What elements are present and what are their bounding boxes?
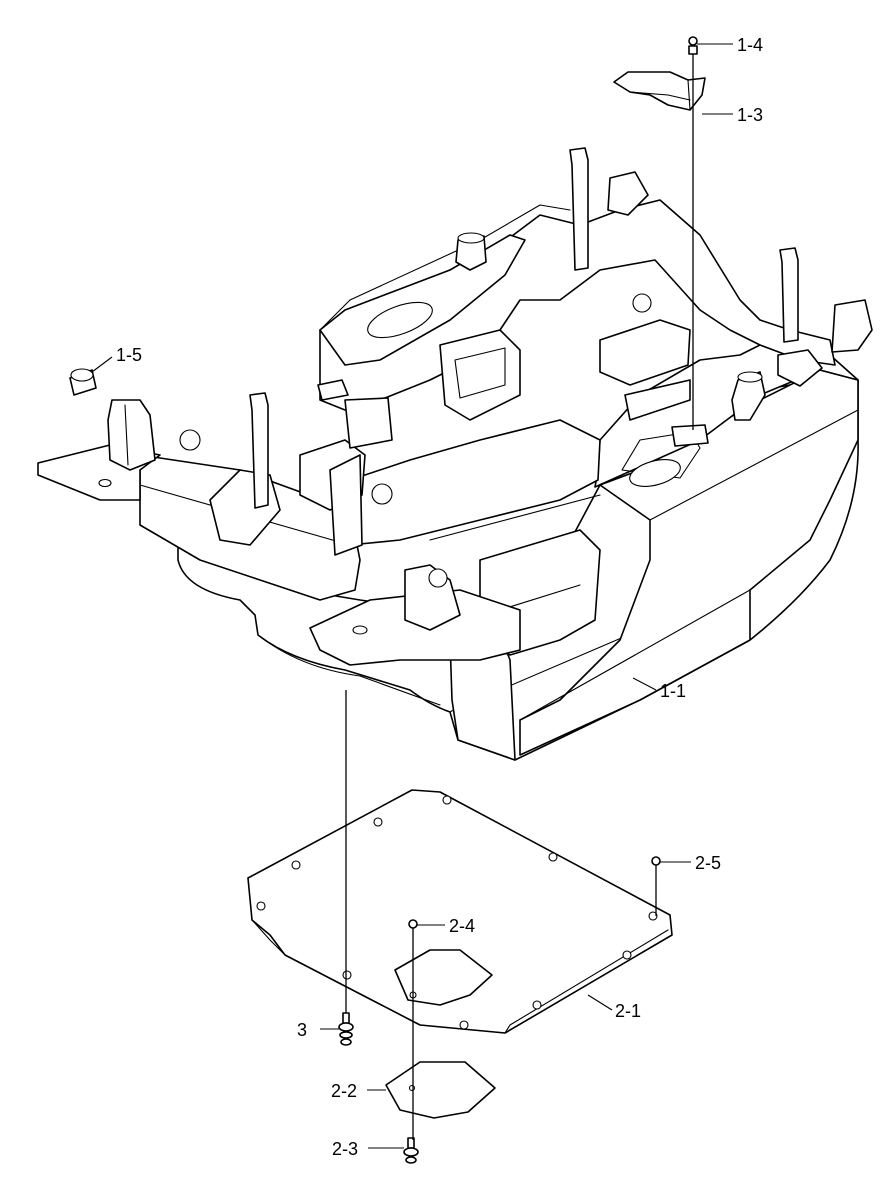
callout-2-2: 2-2 bbox=[331, 1081, 357, 1101]
callout-1-3: 1-3 bbox=[737, 105, 763, 125]
bracket-1-3 bbox=[613, 71, 706, 111]
nut-2-4 bbox=[408, 919, 418, 929]
callout-2-3: 2-3 bbox=[332, 1139, 358, 1159]
access-cover-2-2 bbox=[385, 1061, 496, 1119]
main-frame bbox=[37, 147, 873, 761]
bolt-2-3 bbox=[403, 1137, 419, 1164]
bushing-1-5 bbox=[69, 368, 97, 396]
callout-1-1: 1-1 bbox=[660, 681, 686, 701]
leader-lines bbox=[91, 43, 733, 1149]
callout-1-4: 1-4 bbox=[737, 35, 763, 55]
bolt-3 bbox=[338, 1012, 354, 1046]
under-cover-2-1 bbox=[247, 789, 673, 1034]
callout-2-1: 2-1 bbox=[615, 1001, 641, 1021]
callout-2-4: 2-4 bbox=[449, 916, 475, 936]
bolt-1-4 bbox=[688, 36, 698, 55]
assembly-axis-lines bbox=[345, 54, 694, 1140]
callout-1-5: 1-5 bbox=[116, 345, 142, 365]
nut-2-5 bbox=[651, 856, 661, 866]
callout-2-5: 2-5 bbox=[695, 853, 721, 873]
callout-3: 3 bbox=[297, 1020, 307, 1040]
